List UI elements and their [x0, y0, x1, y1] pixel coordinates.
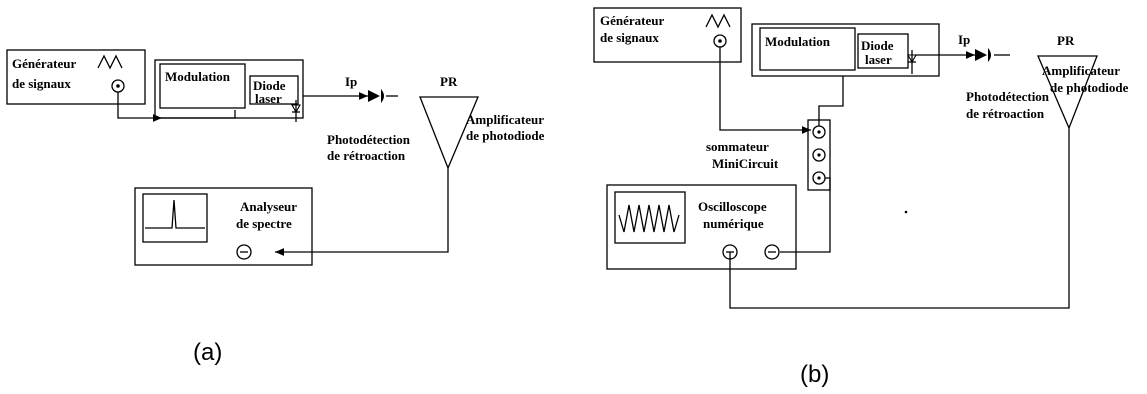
sine-wave-icon [705, 13, 731, 29]
panel-a: Générateur de signaux Modulation Diode l… [6, 49, 545, 366]
input-connector-icon [236, 244, 252, 260]
generator-label-line1: Générateur [600, 13, 664, 28]
amplifier-label-line2: de photodiode [1050, 80, 1129, 95]
summer-label-line2: MiniCircuit [712, 156, 779, 171]
photodiode-amplifier-a [419, 96, 479, 170]
amplifier-label-line2: de photodiode [466, 128, 545, 143]
analyzer-label-line1: Analyseur [240, 199, 297, 214]
amplifier-label-line1: Amplificateur [466, 112, 544, 127]
channel2-connector-icon [764, 244, 780, 260]
laser-diode-icon [291, 100, 301, 122]
laser-unit-b: Modulation Diode laser [751, 23, 940, 77]
digital-oscilloscope: Oscilloscope numérique [606, 184, 797, 270]
generator-label-line2: de signaux [600, 30, 659, 45]
ip-label: Ip [958, 32, 970, 47]
ip-label: Ip [345, 74, 357, 89]
caption-b: (b) [800, 361, 829, 388]
diode-label-line1: Diode [861, 38, 894, 53]
pr-label: PR [1057, 33, 1075, 48]
summer-label-line1: sommateur [706, 139, 769, 154]
sine-wave-icon [97, 54, 123, 70]
amplifier-label-line1: Amplificateur [1042, 63, 1120, 78]
generator-label-line2: de signaux [12, 76, 71, 91]
photodiode-amplifier-b [1037, 55, 1098, 130]
spectrum-peak-icon [145, 199, 205, 229]
signal-generator-b: Générateur de signaux [593, 7, 742, 63]
pr-label: PR [440, 74, 458, 89]
spectrum-analyzer: Analyseur de spectre [134, 187, 313, 266]
caption-a: (a) [193, 339, 222, 366]
generator-label-line1: Générateur [12, 56, 76, 71]
channel1-connector-icon [722, 244, 738, 260]
diode-label-line2: laser [255, 91, 282, 106]
diode-label-line2: laser [865, 52, 892, 67]
laser-diode-icon [907, 50, 917, 74]
laser-unit-a: Modulation Diode laser [154, 59, 304, 122]
photodiode-icon [975, 48, 991, 62]
photodiode-icon [368, 89, 384, 103]
analyzer-label-line2: de spectre [236, 216, 292, 231]
minicircuit-summer [807, 119, 831, 191]
diode-label-line1: Diode [253, 78, 286, 93]
feedback-label-line2: de rétroaction [327, 148, 406, 163]
panel-b: Générateur de signaux Modulation Diode l… [593, 7, 1129, 388]
feedback-label-line1: Photodétection [966, 89, 1050, 104]
waveform-icon [618, 204, 680, 233]
modulation-label: Modulation [165, 69, 231, 84]
feedback-label-line1: Photodétection [327, 132, 411, 147]
signal-generator-a: Générateur de signaux [6, 49, 146, 105]
feedback-label-line2: de rétroaction [966, 106, 1045, 121]
scope-label-line1: Oscilloscope [698, 199, 767, 214]
modulation-label: Modulation [765, 34, 831, 49]
scope-label-line2: numérique [703, 216, 764, 231]
